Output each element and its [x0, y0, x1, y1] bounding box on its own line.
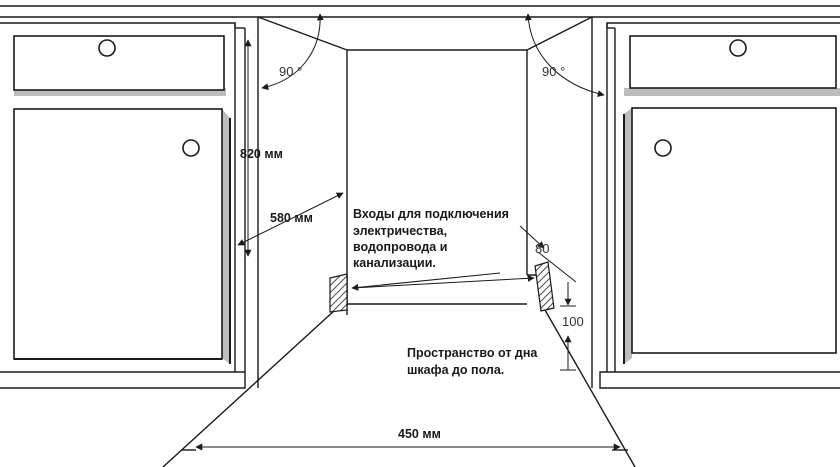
drawer-shadow-left — [14, 88, 226, 96]
niche-right-ceiling-edge — [526, 16, 593, 51]
floor-left-edge — [162, 309, 336, 467]
depth-label: 580 мм — [270, 211, 313, 225]
drawer-knob-left — [98, 39, 116, 57]
inlets-line-4: канализации. — [353, 256, 436, 270]
angle-arc-right — [524, 13, 605, 98]
dim-100-label: 100 — [562, 314, 584, 329]
width-label: 450 мм — [398, 427, 441, 441]
door-front-right — [631, 107, 837, 354]
niche-left-ceiling-edge — [257, 16, 348, 51]
angle-arc-left — [261, 13, 324, 91]
floor-space-line-2: шкафа до пола. — [407, 363, 504, 377]
drawer-shadow-right — [624, 88, 840, 96]
inlets-line-2: электричества, — [353, 224, 447, 238]
dim-80-label: 80 — [535, 241, 549, 256]
angle-right-label: 90 ° — [542, 64, 565, 79]
depth-dimension-line — [237, 192, 344, 246]
drawer-knob-right — [729, 39, 747, 57]
door-shadow-right — [624, 108, 632, 364]
plinth-left-hatch — [329, 273, 348, 313]
inlets-line-3: водопровода и — [353, 240, 447, 254]
dim-80-line — [519, 225, 545, 249]
angle-left-label: 90 ° — [279, 64, 302, 79]
inlets-line-1: Входы для подключения — [353, 207, 509, 221]
drawer-front-left — [13, 35, 225, 91]
floor-space-line-1: Пространство от дна — [407, 346, 538, 360]
dimension-lines — [195, 13, 621, 451]
right-cabinet — [599, 22, 840, 389]
left-cabinet — [0, 22, 246, 389]
plinth-right-hatch — [534, 261, 555, 312]
door-knob-right — [654, 139, 672, 157]
height-label: 820 мм — [240, 147, 283, 161]
countertop — [0, 5, 840, 18]
door-knob-left — [182, 139, 200, 157]
inlet-leader-line — [351, 274, 535, 289]
floor-right-edge — [544, 309, 636, 467]
inlets-note: Входы для подключения электричества, вод… — [353, 207, 509, 270]
floor-space-note: Пространство от дна шкафа до пола. — [407, 346, 538, 377]
